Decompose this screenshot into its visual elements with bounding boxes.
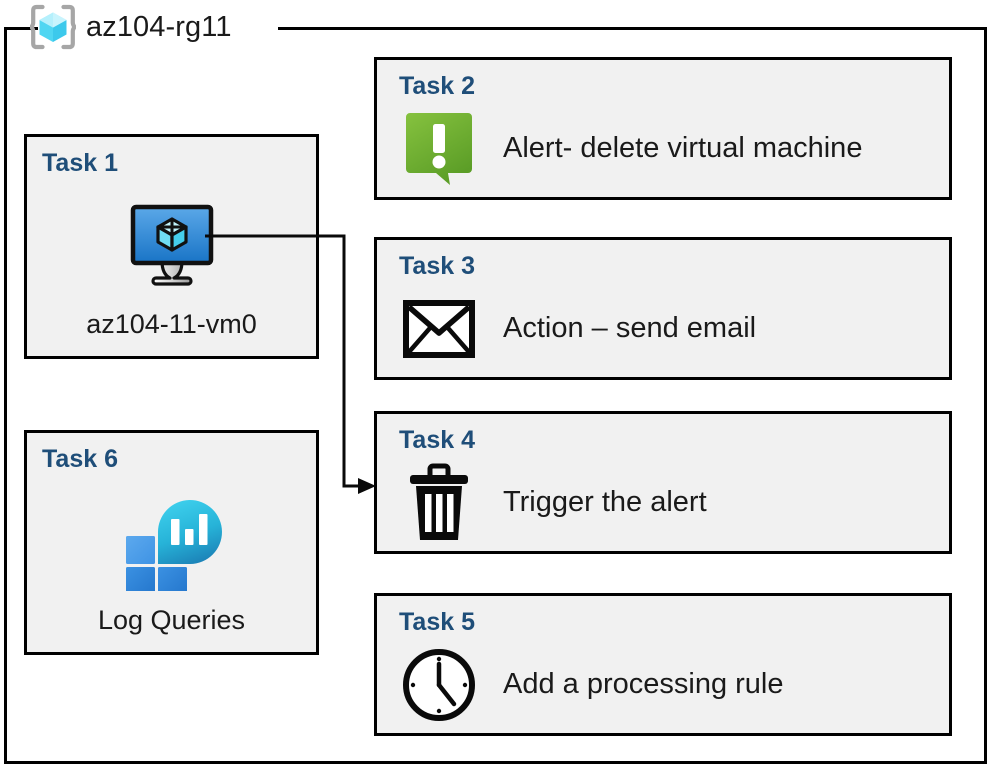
task-6-icon-wrap: [27, 491, 316, 591]
azure-resource-group-icon: [30, 4, 76, 50]
task-1-label: Task 1: [42, 149, 118, 177]
container-top-border-right: [278, 27, 987, 30]
task-5-text: Add a processing rule: [503, 668, 784, 701]
task-5-label: Task 5: [399, 608, 475, 636]
resource-group-container: [4, 27, 987, 764]
task-2-row: Alert- delete virtual machine: [399, 106, 937, 192]
task-6-label: Task 6: [42, 445, 118, 473]
envelope-icon: [403, 300, 475, 358]
resource-group-title: az104-rg11: [86, 10, 232, 43]
trash-bin-icon: [410, 463, 468, 540]
log-analytics-icon: [125, 500, 222, 591]
task-5-icon-wrap: [399, 646, 479, 724]
task-3-row: Action – send email: [399, 286, 937, 372]
task-3-label: Task 3: [399, 252, 475, 280]
task-6-caption: Log Queries: [97, 605, 246, 635]
task-4-text: Trigger the alert: [503, 486, 707, 519]
virtual-machine-icon: [130, 204, 213, 286]
task-2-icon-wrap: [399, 110, 479, 188]
clock-icon: [403, 649, 475, 721]
resource-group-header: az104-rg11: [30, 2, 232, 52]
task-5-box[interactable]: Task 5 Add a processing rule: [374, 593, 952, 736]
task-2-label: Task 2: [399, 72, 475, 100]
task-4-label: Task 4: [399, 426, 475, 454]
task-1-icon-wrap: [27, 195, 316, 295]
task-4-box[interactable]: Task 4 Trigger the alert: [374, 411, 952, 554]
task-2-box[interactable]: Task 2 Alert- delete virtual machine: [374, 57, 952, 200]
task-2-text: Alert- delete virtual machine: [503, 132, 863, 165]
container-top-border-left: [4, 27, 38, 30]
task-4-row: Trigger the alert: [399, 460, 937, 546]
task-3-text: Action – send email: [503, 312, 757, 345]
task-5-row: Add a processing rule: [399, 642, 937, 728]
task-4-icon-wrap: [399, 463, 479, 542]
task-3-icon-wrap: [399, 290, 479, 368]
task-1-caption: az104-11-vm0: [86, 309, 257, 339]
task-1-box[interactable]: Task 1: [24, 134, 319, 359]
task-3-box[interactable]: Task 3 Action – send email: [374, 237, 952, 380]
task-6-box[interactable]: Task 6: [24, 430, 319, 655]
alert-exclamation-icon: [406, 113, 472, 185]
